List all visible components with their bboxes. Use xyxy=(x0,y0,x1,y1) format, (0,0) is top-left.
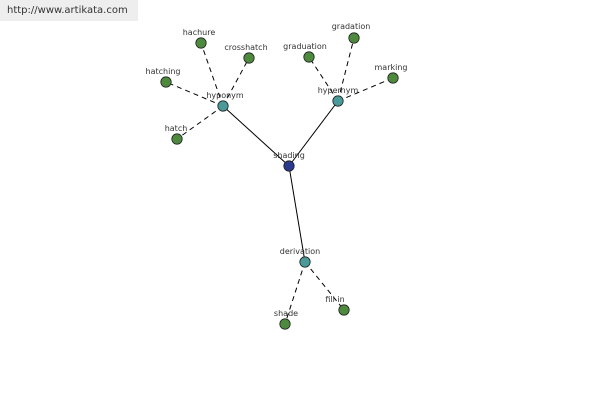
node-label-hachure[interactable]: hachure xyxy=(183,28,216,37)
labels-layer: shading hyponym hypernym derivation hachure c… xyxy=(146,22,408,318)
node-label-fill-in[interactable]: fill in xyxy=(325,295,344,304)
node-hyponym[interactable] xyxy=(217,100,229,112)
node-hatching[interactable] xyxy=(160,76,172,88)
node-label-marking[interactable]: marking xyxy=(375,63,408,72)
node-hypernym[interactable] xyxy=(332,95,344,107)
edge-hypernym-to-marking xyxy=(337,77,394,102)
edge-hyponym-to-hachure xyxy=(200,42,224,107)
node-label-hypernym[interactable]: hypernym xyxy=(318,86,359,95)
node-label-hyponym[interactable]: hyponym xyxy=(206,91,244,100)
node-derivation[interactable] xyxy=(299,256,311,268)
edge-shading-to-derivation xyxy=(288,165,306,263)
node-label-graduation[interactable]: graduation xyxy=(283,42,327,51)
edges-layer xyxy=(165,37,394,325)
edge-shading-to-hypernym xyxy=(288,100,339,167)
edge-hyponym-to-hatch xyxy=(176,105,224,140)
edge-hypernym-to-gradation xyxy=(337,37,355,102)
node-label-derivation[interactable]: derivation xyxy=(280,247,320,256)
node-label-crosshatch[interactable]: crosshatch xyxy=(224,43,267,52)
node-marking[interactable] xyxy=(387,72,399,84)
node-label-gradation[interactable]: gradation xyxy=(332,22,371,31)
edge-hyponym-to-hatching xyxy=(165,81,224,107)
node-fill-in[interactable] xyxy=(338,304,350,316)
node-shade[interactable] xyxy=(279,318,291,330)
edge-derivation-to-fill-in xyxy=(304,261,345,311)
node-label-shade[interactable]: shade xyxy=(274,309,298,318)
edge-hyponym-to-crosshatch xyxy=(222,57,250,107)
node-gradation[interactable] xyxy=(348,32,360,44)
node-label-hatch[interactable]: hatch xyxy=(165,124,188,133)
edge-shading-to-hyponym xyxy=(222,105,290,167)
node-graduation[interactable] xyxy=(303,51,315,63)
site-watermark-link[interactable]: http://www.artikata.com xyxy=(0,0,138,21)
node-hachure[interactable] xyxy=(195,37,207,49)
node-shading[interactable] xyxy=(283,160,295,172)
node-hatch[interactable] xyxy=(171,133,183,145)
node-label-shading[interactable]: shading xyxy=(273,151,305,160)
node-crosshatch[interactable] xyxy=(243,52,255,64)
nodes-layer xyxy=(160,32,399,330)
node-label-hatching[interactable]: hatching xyxy=(146,67,181,76)
edge-derivation-to-shade xyxy=(284,261,306,325)
